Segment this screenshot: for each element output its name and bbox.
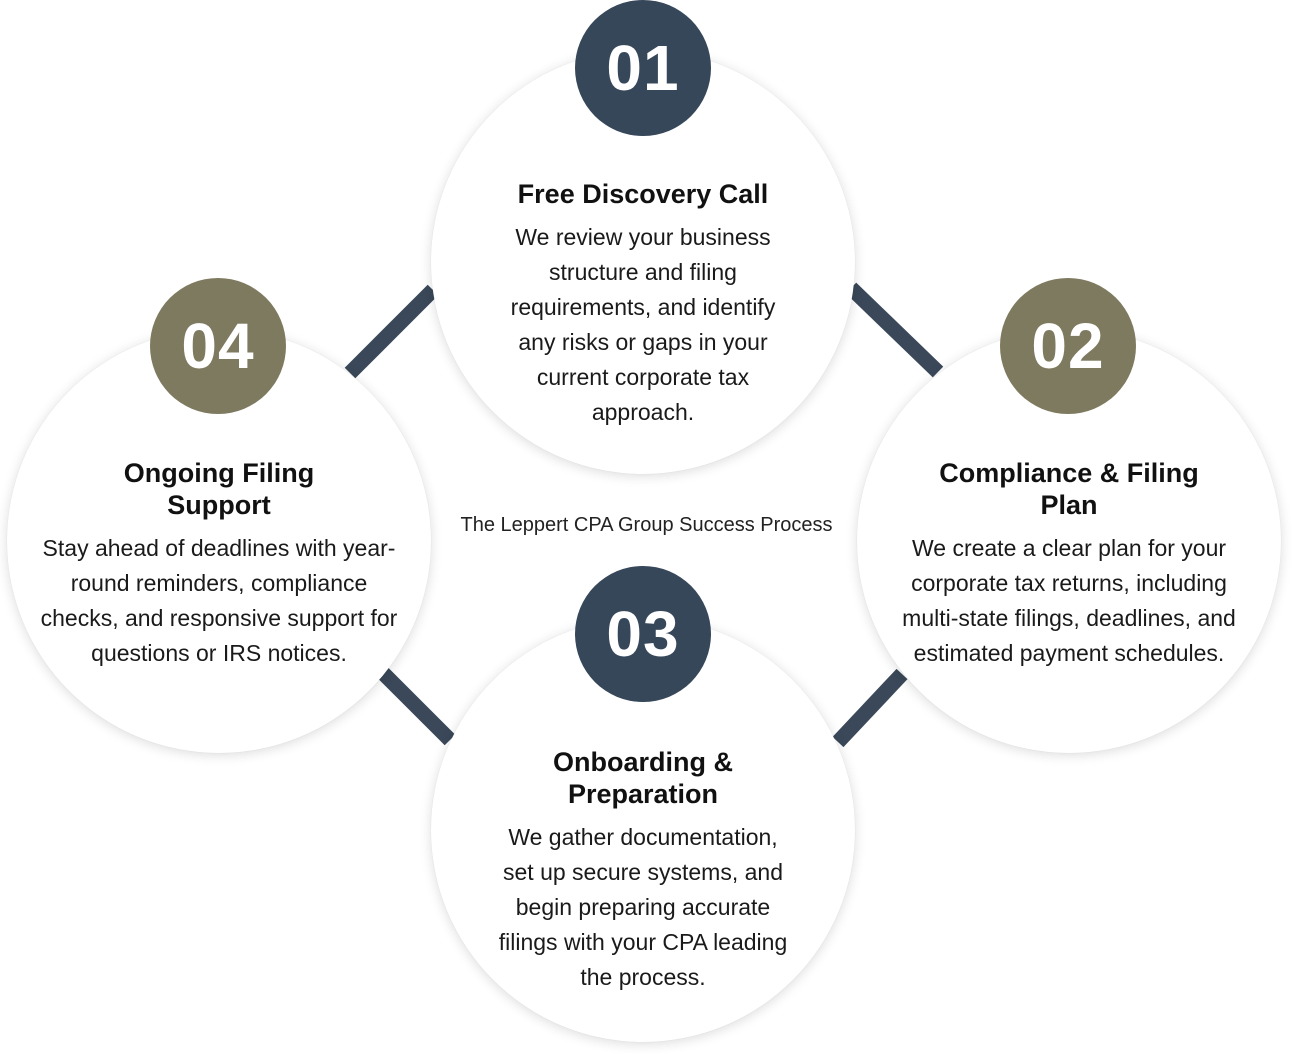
connector-02-03 (832, 668, 908, 748)
step-02-title: Compliance & Filing Plan (939, 458, 1199, 520)
step-01-description: We review your business structure and fi… (510, 224, 776, 425)
step-02-card: Compliance & Filing Plan We create a cle… (857, 329, 1281, 753)
step-03-number-badge: 03 (575, 566, 711, 702)
connector-03-04 (377, 667, 456, 746)
connector-04-01 (344, 284, 439, 379)
step-04-number-badge: 04 (150, 278, 286, 414)
step-04-description: Stay ahead of deadlines with year-round … (40, 535, 398, 666)
step-04-card: Ongoing Filing Support Stay ahead of dea… (7, 329, 431, 753)
step-02-number-badge: 02 (1000, 278, 1136, 414)
step-01-number-badge: 01 (575, 0, 711, 136)
step-03-description: We gather documentation, set up secure s… (498, 824, 788, 990)
step-03-title: Onboarding & Preparation (553, 747, 733, 809)
step-01-title: Free Discovery Call (517, 179, 769, 209)
step-03-card: Onboarding & Preparation We gather docum… (431, 618, 855, 1042)
process-title: The Leppert CPA Group Success Process (460, 514, 833, 536)
step-02-description: We create a clear plan for your corporat… (902, 535, 1236, 666)
connector-01-02 (845, 282, 944, 378)
step-04-title: Ongoing Filing Support (123, 458, 315, 520)
